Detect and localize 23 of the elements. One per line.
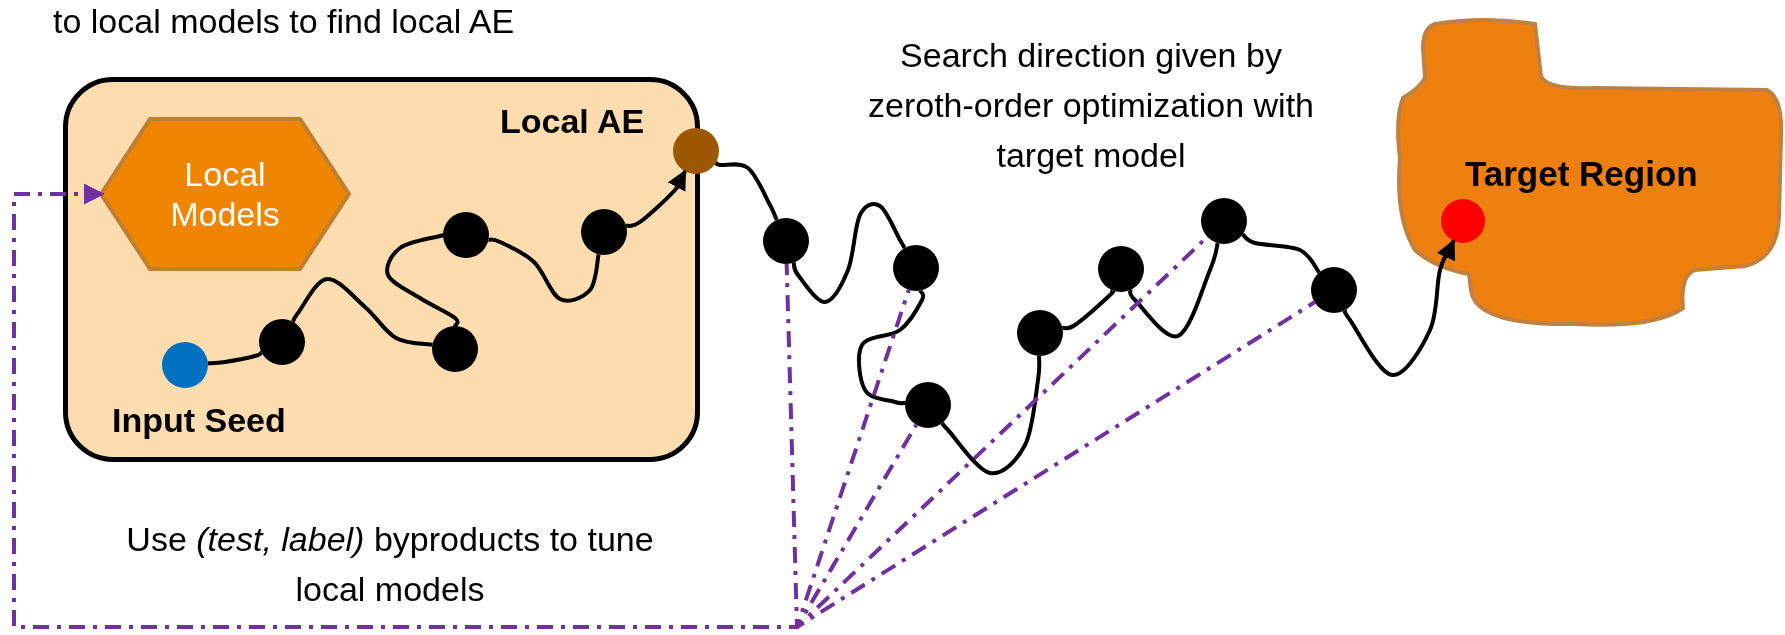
curved-path [940, 355, 1042, 476]
curved-path [791, 202, 907, 304]
note-text: to local models to find local AE [53, 1, 516, 42]
curved-path [1342, 239, 1456, 377]
hexagon [98, 116, 352, 272]
curved-path [714, 161, 779, 221]
curved-path [291, 277, 433, 347]
node-label: Local Models [169, 154, 281, 234]
dot-caption: Input Seed [112, 403, 286, 437]
curved-path [856, 289, 926, 406]
curved-path [207, 351, 263, 366]
curved-path [1128, 242, 1220, 339]
node-label: Target Region [1465, 153, 1698, 195]
curved-path [488, 237, 601, 303]
curved-path [1241, 233, 1321, 274]
curved-path [626, 169, 687, 228]
note-text: Use (test, label) byproducts to tune local models [125, 519, 655, 610]
curved-path [1062, 289, 1115, 331]
rounded-panel [63, 77, 700, 462]
curved-path [385, 233, 460, 328]
dot-caption: Local AE [500, 104, 645, 138]
region-blob [1395, 18, 1785, 330]
note-text: Search direction given by zeroth-order optimization with target model [867, 35, 1315, 176]
